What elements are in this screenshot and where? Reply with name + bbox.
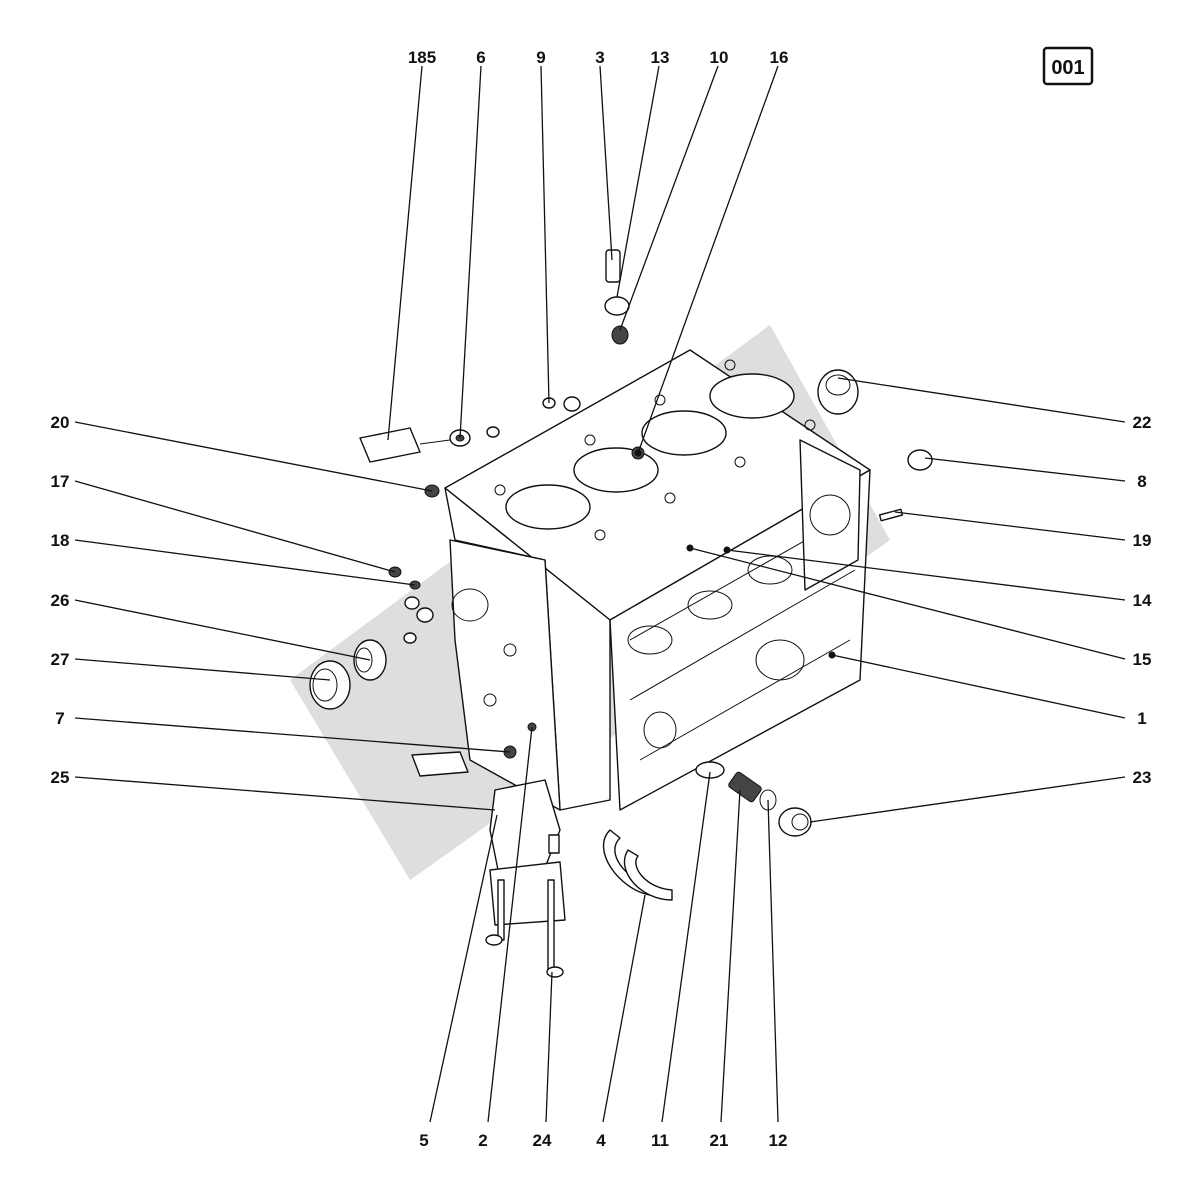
seal-a (416, 607, 434, 623)
callouts-top: 185 6 9 3 13 10 16 (408, 48, 789, 67)
spring-21 (728, 771, 762, 803)
callout-label: 26 (51, 591, 70, 610)
sleeve-3 (605, 249, 621, 283)
callout-label: 8 (1137, 472, 1146, 491)
plug-10 (611, 325, 629, 345)
plug-small (486, 426, 500, 438)
callout-label: 21 (710, 1131, 729, 1150)
callout-label: 2 (478, 1131, 487, 1150)
bushing-22 (817, 369, 859, 415)
callouts-left: 20 17 18 26 27 7 25 (51, 413, 70, 787)
callout-label: 1 (1137, 709, 1146, 728)
callout-label: 23 (1133, 768, 1152, 787)
washer-near-9 (563, 396, 581, 412)
callout-label: 7 (55, 709, 64, 728)
callouts-right: 22 8 19 14 15 1 23 (1133, 413, 1152, 787)
callout-label: 3 (595, 48, 604, 67)
sensor-7 (411, 745, 517, 777)
callout-label: 10 (710, 48, 729, 67)
cap-27 (309, 660, 351, 710)
leader-lines (74, 65, 1126, 1123)
callout-label: 14 (1133, 591, 1152, 610)
page-id-badge: 001 (1042, 46, 1094, 86)
plug-8 (907, 449, 933, 471)
callout-label: 6 (476, 48, 485, 67)
nut-a (404, 596, 420, 610)
callout-label: 27 (51, 650, 70, 669)
callout-label: 185 (408, 48, 436, 67)
bearing-cap-assembly (485, 722, 566, 978)
callouts-bottom: 5 2 24 4 11 21 12 (419, 1131, 787, 1150)
callout-label: 12 (769, 1131, 788, 1150)
callout-label: 17 (51, 472, 70, 491)
plug-23 (778, 807, 812, 837)
nut-b (403, 632, 417, 644)
ring-13 (604, 296, 630, 316)
callout-label: 15 (1133, 650, 1152, 669)
callout-label: 5 (419, 1131, 428, 1150)
callout-label: 19 (1133, 531, 1152, 550)
callout-label: 24 (533, 1131, 552, 1150)
thrust-washers-4 (603, 829, 673, 901)
leader-dots (634, 449, 836, 659)
stud-19 (878, 508, 904, 522)
callout-label: 16 (770, 48, 789, 67)
page-id-label: 001 (1051, 57, 1084, 79)
callout-label: 13 (651, 48, 670, 67)
callout-label: 22 (1133, 413, 1152, 432)
sensor-185 (359, 427, 451, 463)
callout-label: 9 (536, 48, 545, 67)
callout-label: 11 (651, 1131, 669, 1150)
callout-label: 18 (51, 531, 70, 550)
plug-11 (695, 761, 725, 779)
engine-block (444, 349, 871, 811)
callout-label: 4 (596, 1131, 606, 1150)
callout-label: 20 (51, 413, 70, 432)
callout-label: 25 (51, 768, 70, 787)
